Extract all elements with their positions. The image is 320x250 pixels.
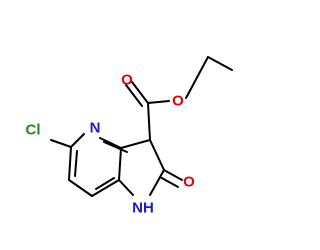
bond-c2-n1 xyxy=(149,169,165,196)
bond-c3-c3a xyxy=(120,139,151,149)
bond-c6-c7 xyxy=(68,179,93,197)
bond-ccarbonyl-ocarbonyl xyxy=(131,81,149,104)
bond-c3a-npyridine xyxy=(99,137,122,149)
atom-label-oxygen-carbonyl-lactam: O xyxy=(183,174,195,191)
bond-c7a-c3a xyxy=(118,147,122,181)
atom-label-nh-lactam: NH xyxy=(132,200,154,217)
bond-c5-cl xyxy=(50,139,72,148)
bond-ch2-oether xyxy=(185,56,209,99)
background xyxy=(0,0,250,250)
atom-labels: O O N Cl O NH xyxy=(26,72,196,217)
bond-c5-c6-double xyxy=(74,150,78,177)
bond-c3-c2 xyxy=(149,139,165,171)
bond-c5-c6 xyxy=(68,146,72,181)
bond-c7-c7a xyxy=(91,179,120,197)
bond-oether-ccarbonyl xyxy=(147,100,170,104)
atom-label-chlorine: Cl xyxy=(26,122,41,139)
atom-label-oxygen-ether-ester: O xyxy=(172,93,184,110)
bond-c7-c7a-double xyxy=(95,177,115,190)
bonds xyxy=(50,56,233,197)
bond-npyridine-c5 xyxy=(70,133,85,148)
bond-methyl-ch2 xyxy=(207,56,233,71)
structure-diagram: O O N Cl O NH xyxy=(0,0,250,250)
bond-ccarbonyl-c3 xyxy=(147,102,151,141)
bond-c2-olactam xyxy=(163,169,183,181)
bond-c3a-npyridine-double xyxy=(103,141,128,153)
atom-label-oxygen-carbonyl-ester: O xyxy=(121,72,133,89)
bond-c2-olactam-double xyxy=(159,176,179,188)
atom-label-nitrogen-pyridine: N xyxy=(90,120,101,137)
bond-ccarbonyl-ocarbonyl-double xyxy=(125,84,143,107)
bond-n1-c7a xyxy=(118,179,134,196)
